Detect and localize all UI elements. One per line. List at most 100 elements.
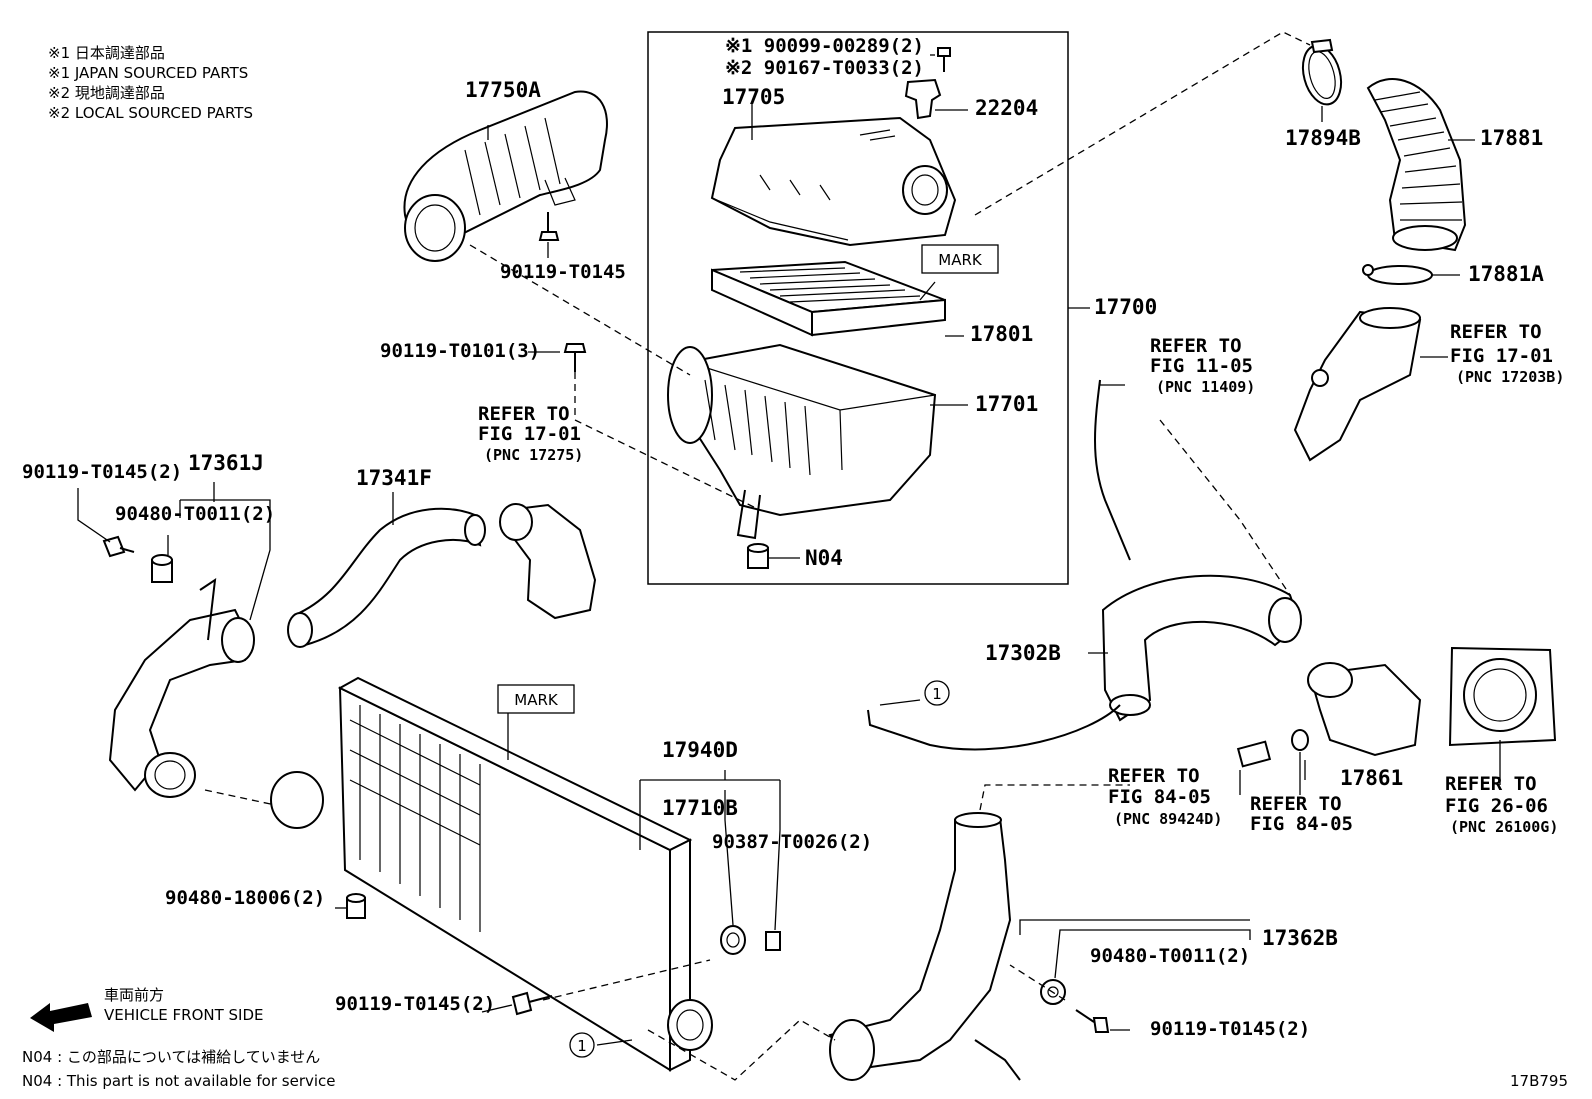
label-17861: 17861 xyxy=(1340,766,1403,790)
svg-text:FIG 84-05: FIG 84-05 xyxy=(1250,813,1353,835)
vehicle-front-indicator: 車両前方 VEHICLE FRONT SIDE xyxy=(30,986,264,1032)
n04-note-en: N04 : This part is not available for ser… xyxy=(22,1072,336,1090)
intercooler-hose-17341F[interactable] xyxy=(287,507,486,648)
air-inlet-duct-17750A[interactable] xyxy=(403,90,608,262)
label-17701: 17701 xyxy=(975,392,1038,416)
hose-clamp-17881A[interactable] xyxy=(1362,264,1433,285)
label-17302B: 17302B xyxy=(985,641,1061,665)
bolt-90119-T0145-c[interactable] xyxy=(511,991,553,1016)
gasket-84-05[interactable] xyxy=(1291,729,1309,751)
svg-text:REFER TO: REFER TO xyxy=(1250,793,1342,815)
air-filter-element-17801[interactable] xyxy=(711,260,946,337)
label-17710B: 17710B xyxy=(662,796,738,820)
intake-pipe-17203B[interactable] xyxy=(1293,307,1422,462)
circled-ref-1-b: 1 xyxy=(569,1032,595,1058)
front-arrow-icon xyxy=(30,1003,92,1032)
label-90119-T0145-c: 90119-T0145(2) xyxy=(335,993,495,1015)
label-17361J: 17361J xyxy=(188,451,264,475)
front-label-en: VEHICLE FRONT SIDE xyxy=(104,1006,264,1024)
n04-note-jp: N04 : この部品については補給していません xyxy=(22,1048,320,1066)
air-hose-17881[interactable] xyxy=(1366,78,1467,252)
label-90167-T0033: ※2 90167-T0033(2) xyxy=(725,57,924,79)
svg-text:FIG 17-01: FIG 17-01 xyxy=(478,423,581,445)
intercooler-outlet-pipe-17362B[interactable] xyxy=(828,812,1021,1081)
svg-text:REFER TO: REFER TO xyxy=(1450,321,1542,343)
svg-text:REFER TO: REFER TO xyxy=(478,403,570,425)
svg-text:MARK: MARK xyxy=(938,251,983,269)
svg-text:(PNC 17203B): (PNC 17203B) xyxy=(1456,368,1564,386)
svg-text:REFER TO: REFER TO xyxy=(1108,765,1200,787)
label-90480-T0011-a: 90480-T0011(2) xyxy=(115,503,275,525)
svg-text:(PNC 17275): (PNC 17275) xyxy=(484,446,583,464)
refer-84-05: REFER TO FIG 84-05 xyxy=(1250,793,1353,835)
throttle-body-26100G[interactable] xyxy=(1448,646,1557,747)
sourcing-legend: ※1 日本調達部品 ※1 JAPAN SOURCED PARTS ※2 現地調達… xyxy=(48,44,253,122)
label-90119-T0101: 90119-T0101(3) xyxy=(380,340,540,362)
intake-joint-17275[interactable] xyxy=(499,503,597,620)
air-cleaner-cap-17705[interactable] xyxy=(710,116,957,247)
bolt-90119-T0145-a[interactable] xyxy=(538,212,560,241)
sensor-89424D[interactable] xyxy=(1236,740,1272,768)
svg-text:MARK: MARK xyxy=(514,691,559,709)
bolt-90119-T0145-b[interactable] xyxy=(102,535,135,558)
grommet-17710B[interactable] xyxy=(720,925,746,955)
bolt-90119-T0145-d[interactable] xyxy=(1075,1009,1110,1033)
label-90119-T0145-d: 90119-T0145(2) xyxy=(1150,1018,1310,1040)
refer-11409: REFER TO FIG 11-05 (PNC 11409) xyxy=(1150,335,1255,396)
intercooler-pipe-17302B[interactable] xyxy=(867,379,1302,751)
label-17700: 17700 xyxy=(1094,295,1157,319)
svg-text:REFER TO: REFER TO xyxy=(1150,335,1242,357)
footer-notes: N04 : この部品については補給していません N04 : This part … xyxy=(22,1048,1568,1090)
refer-89424D: REFER TO FIG 84-05 (PNC 89424D) xyxy=(1108,765,1222,828)
mark-label-2: MARK xyxy=(497,684,575,714)
collar-90387-T0026[interactable] xyxy=(765,931,781,951)
intercooler-inlet-hose-17361J[interactable] xyxy=(108,577,255,798)
svg-text:1: 1 xyxy=(577,1037,587,1055)
label-17801: 17801 xyxy=(970,322,1033,346)
air-cleaner-case-17701[interactable] xyxy=(667,343,937,540)
grommet-90480-T0011-a[interactable] xyxy=(151,554,173,583)
label-17894B: 17894B xyxy=(1285,126,1361,150)
svg-text:REFER TO: REFER TO xyxy=(1445,773,1537,795)
front-label-jp: 車両前方 xyxy=(104,986,164,1004)
svg-text:FIG 26-06: FIG 26-06 xyxy=(1445,795,1548,817)
part-labels: 17750A 90119-T0145 17705 ※1 90099-00289(… xyxy=(22,35,1544,1040)
screw-90099-00289[interactable] xyxy=(937,47,951,72)
grommet-90480-18006[interactable] xyxy=(346,893,366,919)
svg-text:1: 1 xyxy=(932,685,942,703)
label-90119-T0145-b: 90119-T0145(2) xyxy=(22,461,182,483)
bolt-90119-T0101[interactable] xyxy=(563,343,587,372)
label-17705: 17705 xyxy=(722,85,785,109)
label-17362B: 17362B xyxy=(1262,926,1338,950)
svg-text:(PNC 26100G): (PNC 26100G) xyxy=(1450,818,1558,836)
label-22204: 22204 xyxy=(975,96,1038,120)
intake-connector-17861[interactable] xyxy=(1307,662,1422,757)
svg-text:FIG 84-05: FIG 84-05 xyxy=(1108,786,1211,808)
mass-air-flow-sensor-22204[interactable] xyxy=(904,78,942,120)
circled-ref-1-a: 1 xyxy=(924,680,950,706)
grommet-N04[interactable] xyxy=(747,543,769,569)
figure-id: 17B795 xyxy=(1510,1072,1568,1090)
legend-note-2-en: ※2 LOCAL SOURCED PARTS xyxy=(48,104,253,122)
svg-text:(PNC 89424D): (PNC 89424D) xyxy=(1114,810,1222,828)
refer-17203B: REFER TO FIG 17-01 (PNC 17203B) xyxy=(1450,321,1564,386)
leader-lines xyxy=(77,54,1501,1046)
refer-17275: REFER TO FIG 17-01 (PNC 17275) xyxy=(478,403,583,464)
refer-26100G: REFER TO FIG 26-06 (PNC 26100G) xyxy=(1445,773,1558,836)
svg-text:FIG 11-05: FIG 11-05 xyxy=(1150,355,1253,377)
label-17750A: 17750A xyxy=(465,78,541,102)
label-17881: 17881 xyxy=(1480,126,1543,150)
connection-lines xyxy=(204,31,1311,1081)
hose-clamp-17894B[interactable] xyxy=(1297,38,1347,109)
svg-text:(PNC 11409): (PNC 11409) xyxy=(1156,378,1255,396)
label-90480-18006: 90480-18006(2) xyxy=(165,887,325,909)
label-17881A: 17881A xyxy=(1468,262,1544,286)
label-90387-T0026: 90387-T0026(2) xyxy=(712,831,872,853)
intercooler-17940D[interactable] xyxy=(270,676,713,1072)
label-17940D: 17940D xyxy=(662,738,738,762)
label-17341F: 17341F xyxy=(356,466,432,490)
mark-label-1: MARK xyxy=(921,244,999,274)
legend-note-2-jp: ※2 現地調達部品 xyxy=(48,84,165,102)
label-90099-00289: ※1 90099-00289(2) xyxy=(725,35,924,57)
